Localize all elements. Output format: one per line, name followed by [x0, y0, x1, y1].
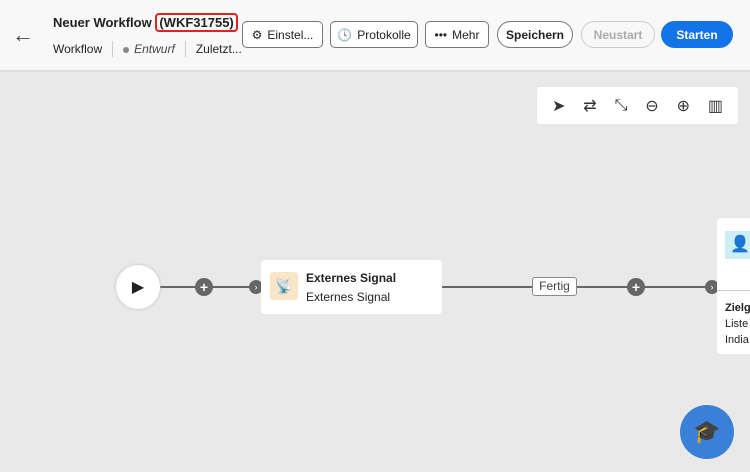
node-subtitle: Externes Signal	[306, 290, 391, 304]
chevron-right-icon: ›	[249, 280, 263, 294]
more-button[interactable]: •••Mehr	[425, 21, 489, 48]
activity-node-external-signal[interactable]: 📡 Externes Signal Externes Signal	[261, 260, 442, 314]
transition-label: Fertig	[532, 277, 577, 296]
save-button[interactable]: Speichern	[497, 21, 573, 48]
workflow-type: Workflow	[53, 42, 103, 56]
restart-button[interactable]: Neustart	[581, 21, 655, 48]
add-activity-button[interactable]: +	[195, 278, 213, 296]
play-icon: ▶	[131, 279, 145, 296]
auto-layout-icon[interactable]: ⇄	[583, 97, 597, 115]
activity-node-audience[interactable]: 👤 Zielgr Liste India	[717, 218, 750, 354]
last-modified: Zuletzt...	[195, 42, 242, 56]
learn-button[interactable]: 🎓	[680, 405, 734, 459]
add-activity-button[interactable]: +	[627, 278, 645, 296]
page-title: Neuer Workflow (WKF31755)	[53, 13, 238, 32]
workflow-id: (WKF31755)	[155, 13, 238, 32]
start-button[interactable]: Starten	[661, 21, 733, 48]
signal-icon: 📡	[270, 272, 298, 300]
history-icon: 🕓	[337, 27, 353, 42]
logs-button[interactable]: 🕓Protokolle	[330, 21, 418, 48]
gear-icon: ⚙	[251, 27, 263, 42]
connector	[442, 286, 717, 288]
workflow-header: ← Neuer Workflow (WKF31755) Workflow Ent…	[0, 0, 750, 72]
pointer-icon[interactable]: ➤	[551, 97, 566, 115]
node-title: Zielgr	[725, 302, 750, 314]
workflow-meta: Workflow Entwurf Zuletzt...	[53, 41, 242, 57]
canvas-toolbar: ➤ ⇄ ⤡ ⊖ ⊕ ▥	[537, 87, 738, 124]
node-detail: Liste	[725, 318, 749, 330]
back-arrow-icon[interactable]: ←	[12, 22, 34, 47]
node-detail: India	[725, 334, 749, 346]
status-badge: Entwurf	[123, 42, 175, 56]
divider	[112, 41, 114, 57]
collapse-icon[interactable]: ⤡	[614, 96, 628, 114]
more-icon: •••	[434, 27, 448, 42]
zoom-out-icon[interactable]: ⊖	[645, 97, 659, 115]
user-icon: 👤	[725, 231, 750, 259]
map-icon[interactable]: ▥	[707, 97, 724, 115]
settings-button[interactable]: ⚙Einstel...	[242, 21, 323, 48]
zoom-in-icon[interactable]: ⊕	[676, 97, 691, 115]
chevron-right-icon: ›	[705, 280, 719, 294]
node-title: Externes Signal	[306, 271, 397, 285]
divider	[184, 41, 186, 57]
graduation-cap-icon: 🎓	[693, 419, 721, 444]
start-node[interactable]: ▶	[116, 265, 160, 309]
